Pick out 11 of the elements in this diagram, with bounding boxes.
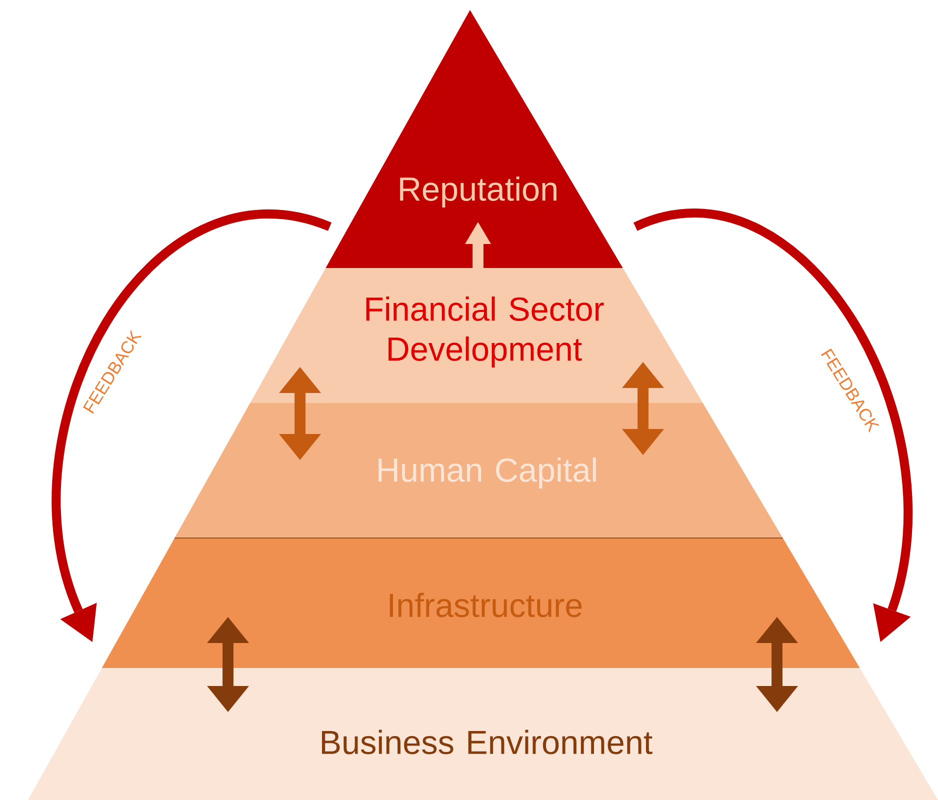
arrow: [279, 367, 321, 460]
arrow: [756, 617, 798, 712]
arrow: [207, 617, 249, 712]
pyramid-layer: Financial Sector Development: [250, 268, 703, 403]
arrow: [52, 210, 331, 642]
pyramid-layer: Business Environment: [28, 668, 938, 800]
arrow: [634, 210, 913, 642]
arrow: [622, 362, 664, 455]
pyramid-layer: Infrastructure: [102, 538, 860, 668]
pyramid-layer: Reputation: [326, 10, 623, 268]
pyramid-layer: Human Capital: [174, 403, 783, 538]
